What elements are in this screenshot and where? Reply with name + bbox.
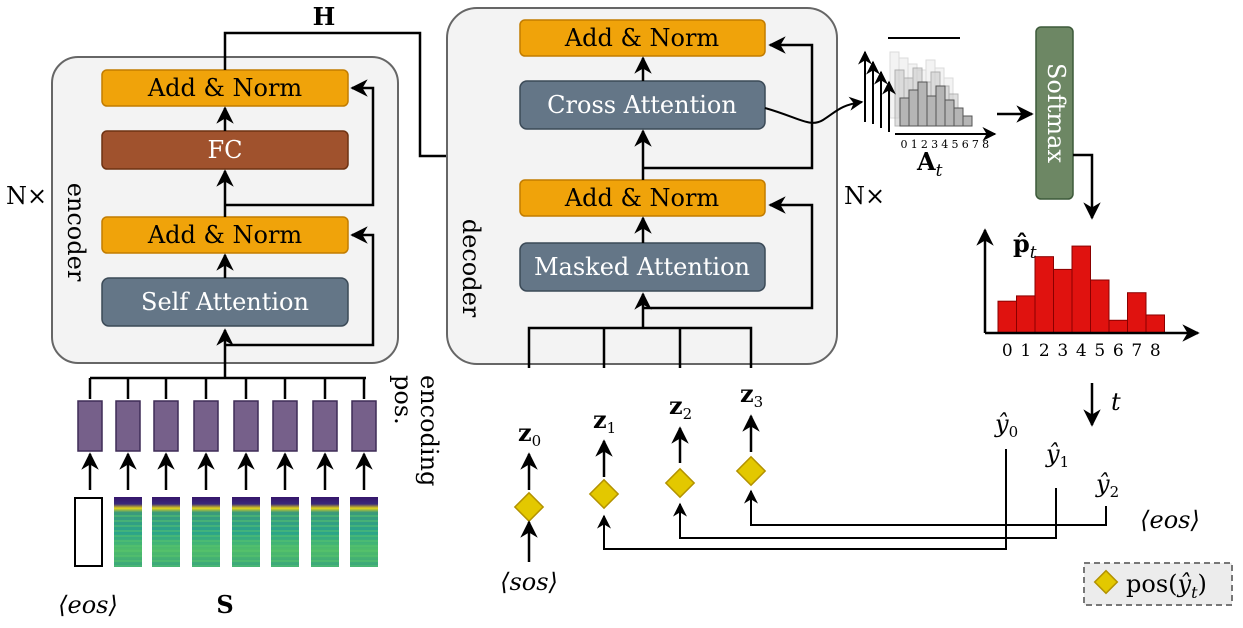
attention-bar <box>962 115 973 127</box>
probability-tick-label: 5 <box>1094 341 1105 361</box>
decoder-input: z0 z1 z2 z3 ⟨sos⟩ <box>500 326 767 596</box>
attention-output-arrow <box>764 96 864 124</box>
encoder-input: ⟨eos⟩ S pos.encoding <box>58 375 443 619</box>
output-token-label: ŷ1 <box>1045 440 1069 471</box>
probability-tick-label: 2 <box>1039 341 1050 361</box>
svg-text:Add & Norm: Add & Norm <box>564 24 720 52</box>
probability-bar <box>1034 256 1054 334</box>
svg-text:FC: FC <box>207 136 242 164</box>
attention-bar <box>908 89 919 127</box>
decoder-add-norm-top <box>519 19 766 57</box>
pos-encoding-box <box>351 400 377 452</box>
output-eos-label: ⟨eos⟩ <box>1140 506 1200 534</box>
attention-tick-label: 5 <box>952 138 959 151</box>
attention-bar <box>953 107 964 127</box>
svg-text:Cross Attention: Cross Attention <box>547 91 737 119</box>
probability-tick-label: 3 <box>1057 341 1068 361</box>
sos-label: ⟨sos⟩ <box>500 568 558 596</box>
eos-frame <box>74 497 103 567</box>
probability-bar <box>1127 292 1147 334</box>
decoder-block: decoder Add & Norm Cross Attention Add &… <box>446 7 838 365</box>
decoder-repeat: N× <box>844 182 885 210</box>
position-diamond-icon <box>513 491 545 523</box>
svg-text:Add & Norm: Add & Norm <box>147 74 303 102</box>
svg-text:Self Attention: Self Attention <box>141 288 309 316</box>
pos-encoding-box <box>77 400 103 452</box>
legend: pos(ŷt) <box>1083 562 1233 606</box>
attention-bar <box>935 85 946 127</box>
output-token-label: ŷ2 <box>1095 470 1119 501</box>
probability-bar <box>1108 319 1128 334</box>
pos-encoding-box <box>272 400 298 452</box>
attention-tick-label: 0 <box>901 138 908 151</box>
decoder-input-label: z0 <box>518 418 541 450</box>
h-label: H <box>313 2 336 31</box>
encoder-eos-label: ⟨eos⟩ <box>58 591 118 619</box>
legend-diamond-icon <box>1093 569 1119 595</box>
attention-tick-label: 3 <box>931 138 938 151</box>
probability-bar <box>1053 268 1073 334</box>
decoder-input-label: z2 <box>669 391 692 423</box>
probability-bar <box>1145 314 1165 334</box>
feedback-lines <box>597 449 1107 550</box>
attention-bar <box>917 81 928 127</box>
pos-encoding-box <box>233 400 259 452</box>
attention-bar <box>926 95 937 127</box>
pos-encoding-label: pos.encoding <box>389 375 443 486</box>
svg-text:Add & Norm: Add & Norm <box>147 221 303 249</box>
encoder-repeat: N× <box>6 182 47 210</box>
output-token-label: ŷ0 <box>994 410 1018 441</box>
probability-tick-label: 4 <box>1076 341 1087 361</box>
probability-chart-label: p̂t <box>1013 229 1037 263</box>
probability-bar <box>1016 295 1036 334</box>
attention-tick-label: 4 <box>941 138 948 151</box>
decoder-label: decoder <box>457 219 485 318</box>
position-diamond-icon <box>664 467 696 499</box>
svg-text:Softmax: Softmax <box>1042 63 1070 163</box>
encoder-label: encoder <box>62 183 90 282</box>
attention-bar <box>944 99 955 127</box>
output-tokens: ŷ0 ŷ1 ŷ2 <box>994 410 1119 501</box>
encoder-block: encoder Add & Norm FC Add & Norm Self At… <box>51 56 399 378</box>
spectrogram-label: S <box>216 590 233 619</box>
probability-bar <box>1071 245 1091 334</box>
legend-text: pos(ŷt) <box>1126 570 1207 602</box>
decoder-input-label: z1 <box>593 405 616 437</box>
pos-encoding-box <box>193 400 219 452</box>
probability-tick-label: 0 <box>1002 341 1013 361</box>
attention-tick-label: 8 <box>982 138 989 151</box>
pos-encoding-box <box>115 400 141 452</box>
probability-tick-label: 8 <box>1150 341 1161 361</box>
softmax-block: Softmax <box>1035 26 1074 200</box>
time-label: t <box>1111 388 1121 416</box>
position-diamond-icon <box>735 455 767 487</box>
attention-map-label: At <box>916 147 943 181</box>
probability-bar <box>997 300 1017 334</box>
probability-tick-label: 1 <box>1020 341 1031 361</box>
probability-bar <box>1090 279 1110 334</box>
svg-text:Add & Norm: Add & Norm <box>564 184 720 212</box>
svg-text:Masked Attention: Masked Attention <box>534 253 750 281</box>
attention-tick-label: 7 <box>972 138 979 151</box>
attention-tick-label: 2 <box>921 138 928 151</box>
attention-tick-label: 6 <box>962 138 969 151</box>
probability-tick-label: 7 <box>1131 341 1142 361</box>
attention-bar <box>899 97 910 127</box>
attention-tick-label: 1 <box>911 138 918 151</box>
position-diamond-icon <box>588 478 620 510</box>
pos-encoding-box <box>312 400 338 452</box>
pos-encoding-box <box>153 400 179 452</box>
probability-tick-label: 6 <box>1113 341 1124 361</box>
decoder-input-label: z3 <box>740 379 763 411</box>
